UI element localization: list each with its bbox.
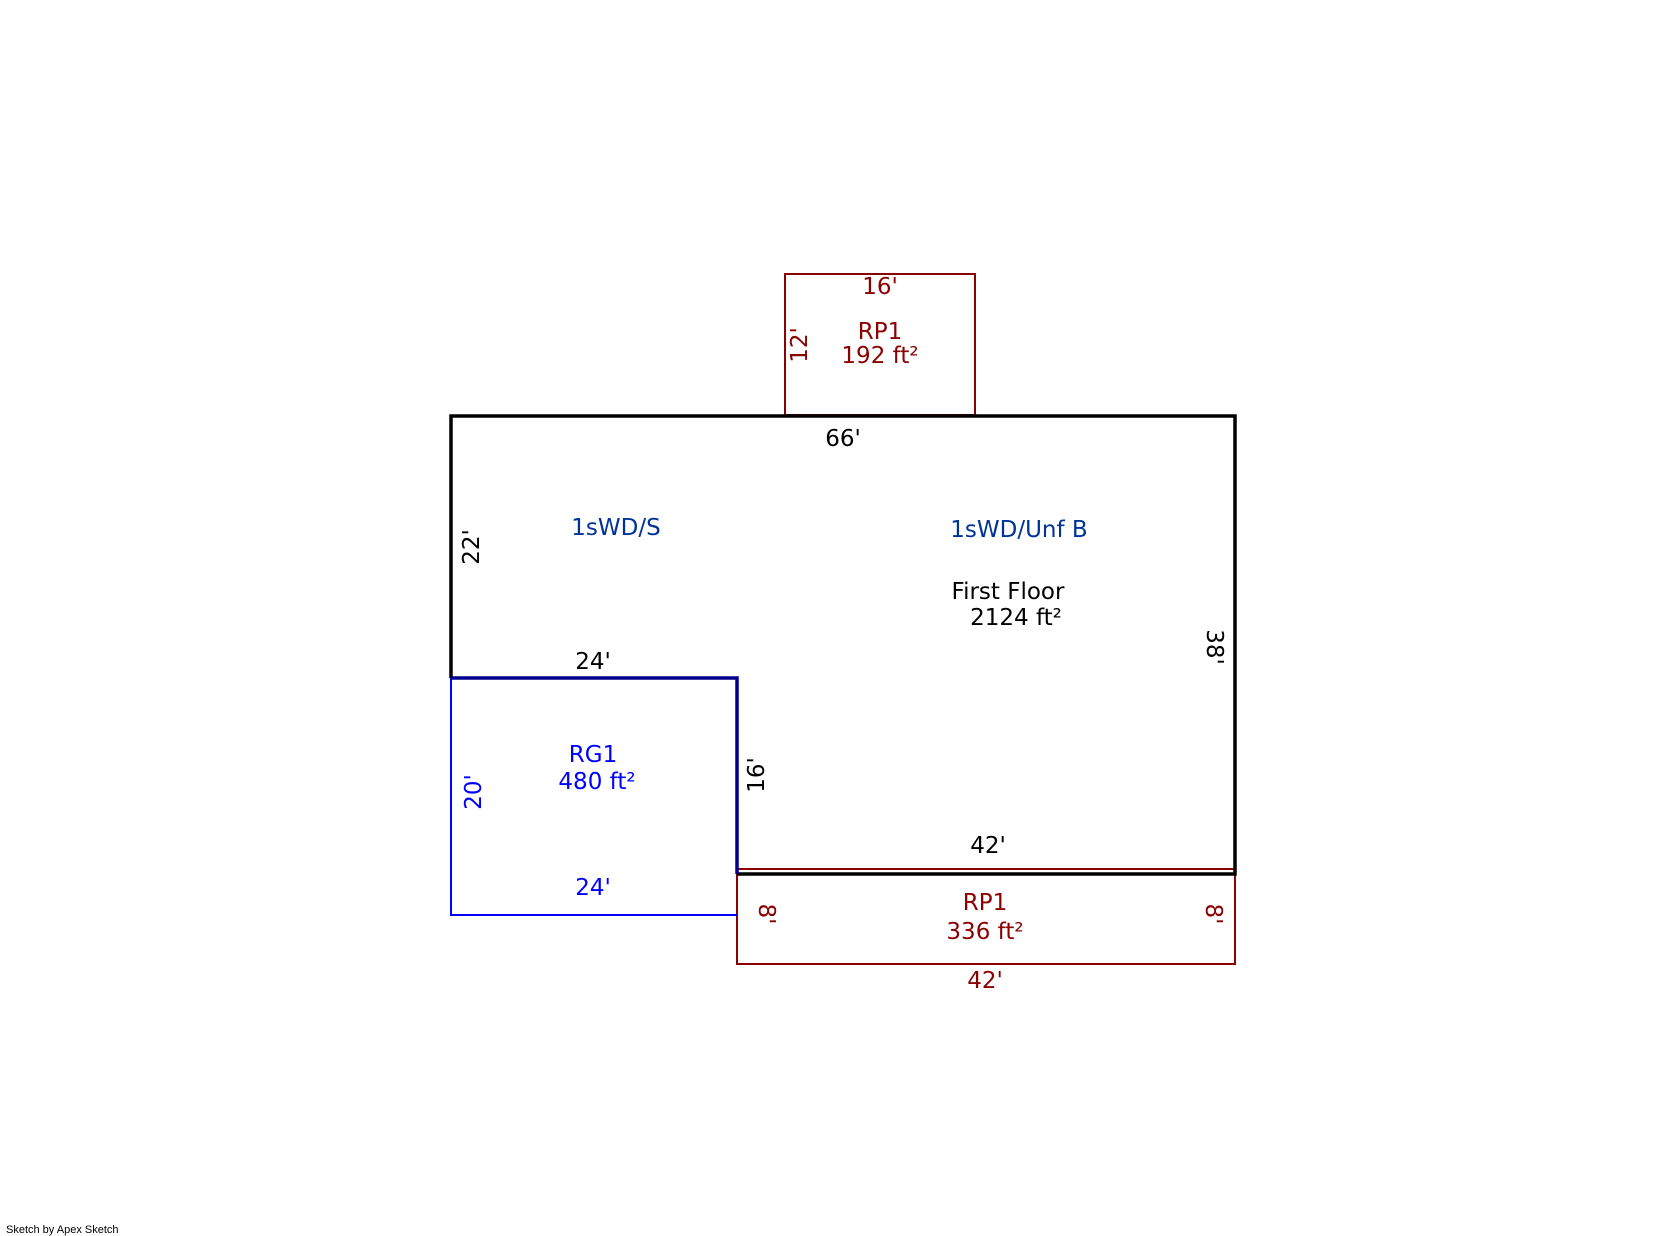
garage-outline — [450, 678, 737, 916]
main-top-dim: 66' — [825, 426, 861, 452]
floor-area: 2124 ft² — [970, 605, 1062, 631]
main-outline — [449, 414, 1237, 876]
top-porch: 16' 12' RP1 192 ft² — [784, 273, 976, 416]
main-left-dim: 22' — [459, 529, 485, 565]
floor-name: First Floor — [952, 579, 1065, 605]
bottom-porch-right-dim: 8' — [1200, 904, 1226, 925]
main-right-dim: 38' — [1201, 629, 1227, 665]
section-right-label: 1sWD/Unf B — [950, 517, 1087, 543]
main-bottom-dim: 42' — [970, 833, 1006, 859]
bottom-porch-width-dim: 42' — [967, 968, 1003, 994]
main-notch-top-dim: 24' — [575, 649, 611, 675]
bottom-porch-name: RP1 — [963, 890, 1007, 916]
main-garage-shared-wall — [451, 676, 739, 874]
bottom-porch: 8' 8' RP1 336 ft² 42' — [736, 868, 1236, 994]
bottom-porch-area: 336 ft² — [946, 919, 1023, 945]
section-left-label: 1sWD/S — [571, 515, 660, 541]
bottom-porch-left-dim: 8' — [753, 904, 779, 925]
main-house: 66' 22' 38' 24' 16' 42' 1sWD/S 1sWD/Unf … — [449, 414, 1237, 876]
bottom-porch-outline — [736, 868, 1236, 965]
garage: 20' RG1 480 ft² 24' — [450, 678, 737, 916]
garage-depth-dim: 20' — [461, 774, 487, 810]
top-porch-width-dim: 16' — [862, 274, 898, 300]
main-notch-side-dim: 16' — [744, 757, 770, 793]
sketch-credit: Sketch by Apex Sketch — [6, 1224, 119, 1236]
top-porch-depth-dim: 12' — [787, 327, 813, 363]
garage-name: RG1 — [569, 742, 617, 768]
garage-area: 480 ft² — [558, 769, 635, 795]
garage-width-dim: 24' — [575, 875, 611, 901]
top-porch-area: 192 ft² — [841, 343, 918, 369]
top-porch-name: RP1 — [858, 319, 902, 345]
